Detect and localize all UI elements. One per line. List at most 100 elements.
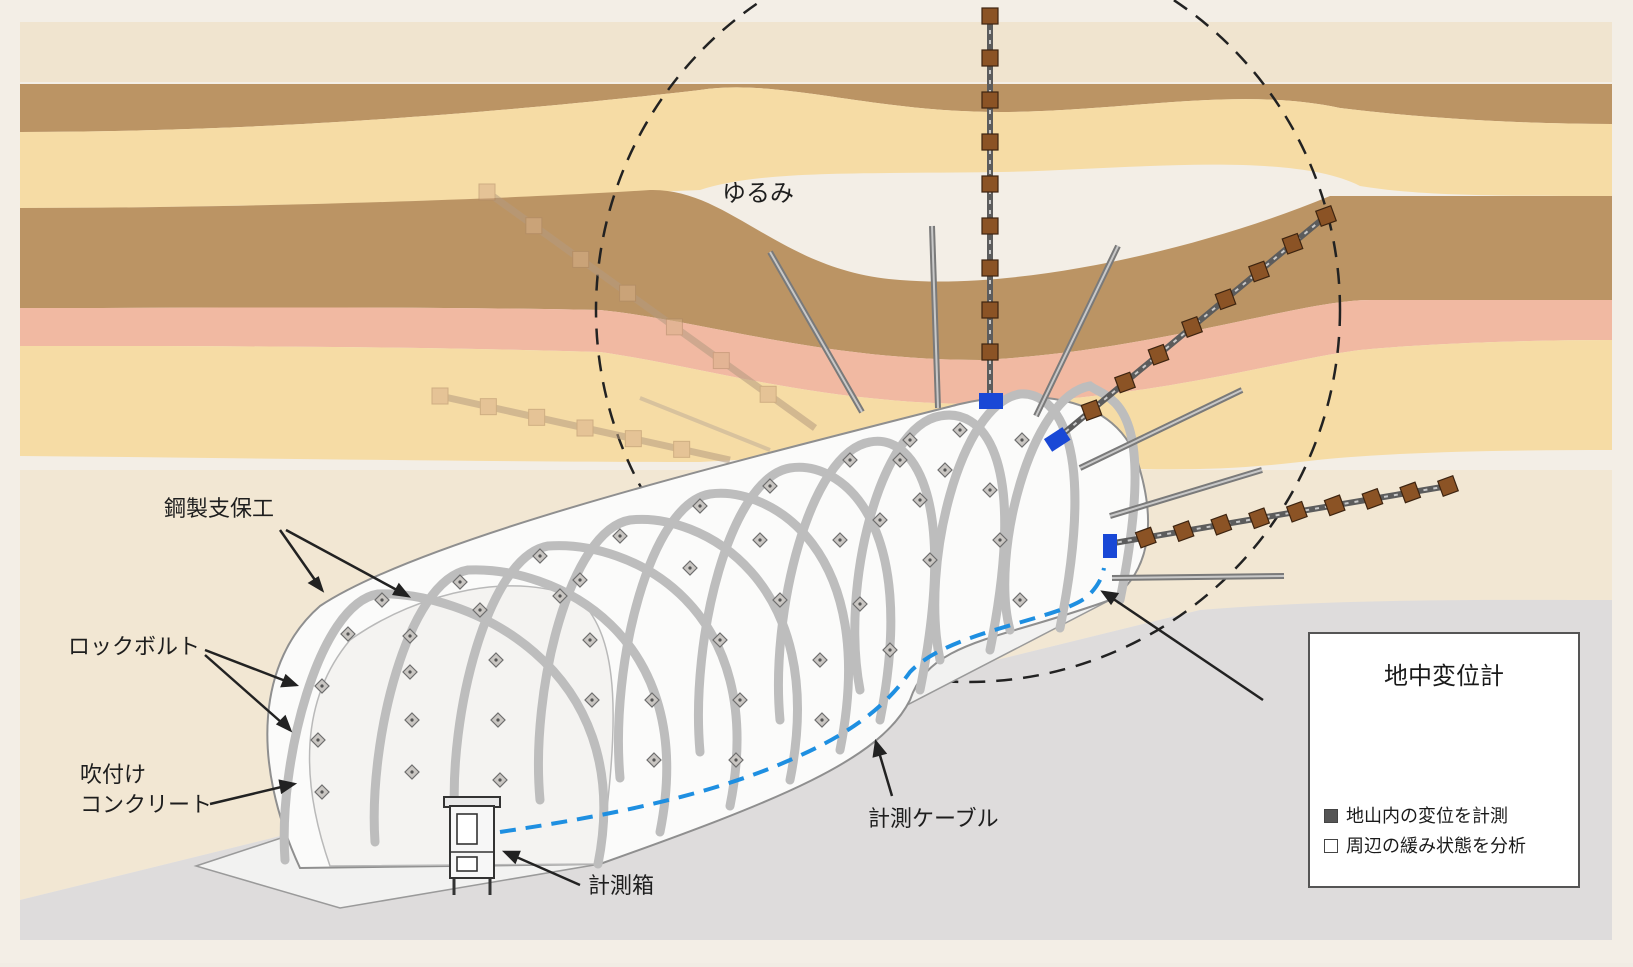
arrow-support-2 — [285, 528, 409, 598]
legend-row-filled: 地山内の変位を計測 — [1324, 802, 1508, 828]
rock-bolt-nut-12 — [498, 778, 502, 782]
rock-bolt-nut-17 — [650, 698, 654, 702]
rock-bolt-nut-29 — [878, 518, 882, 522]
rock-bolt-nut-5 — [408, 634, 412, 638]
rock-bolt-nut-41 — [458, 580, 462, 584]
extensometer-anchor-1-2 — [981, 301, 999, 319]
rock-bolt-nut-18 — [652, 758, 656, 762]
rock-bolt-nut-24 — [778, 598, 782, 602]
sensor-head-top — [979, 393, 1003, 409]
rock-bolt-highlight-2 — [931, 225, 939, 409]
extensometer-anchor-3-9 — [1436, 474, 1460, 498]
arrow-support-2-head — [392, 582, 411, 598]
arrow-bolt-2-head — [275, 714, 293, 733]
extensometer-anchor-1-8 — [981, 49, 999, 67]
rock-bolt-nut-7 — [410, 718, 414, 722]
rock-bolt-nut-46 — [848, 458, 852, 462]
arrow-bolt-1 — [204, 648, 297, 687]
rock-bolt-label: ロックボルト — [68, 635, 201, 660]
rock-bolt-nut-23 — [758, 538, 762, 542]
extensometer-anchor-2-4 — [1180, 315, 1204, 339]
steel-ring-5 — [613, 488, 854, 783]
faded-bolt — [639, 396, 771, 452]
extensometer-anchor-3-4 — [1248, 507, 1271, 530]
extensometer-anchor-3-2 — [1172, 520, 1195, 543]
stratum-yellow-1 — [20, 87, 1612, 208]
measurement-box-label: 計測箱 — [588, 874, 655, 899]
rock-bolt-nut-31 — [918, 498, 922, 502]
faded-anchor-2-2 — [624, 430, 642, 448]
legend-row-hollow: 周辺の緩み状態を分析 — [1324, 832, 1526, 858]
extensometer-anchor-2-5 — [1214, 288, 1237, 311]
rock-bolt-nut-22 — [734, 758, 738, 762]
extensometer-anchor-3-6 — [1323, 494, 1346, 517]
measurement-cable — [499, 567, 1106, 834]
rock-bolt-nut-10 — [494, 658, 498, 662]
extensometer-anchor-1-9 — [981, 7, 999, 25]
rock-bolt-nut-20 — [718, 638, 722, 642]
rock-bolt-nut-30 — [888, 648, 892, 652]
faded-anchor-2-1 — [673, 440, 691, 458]
faded-anchor-2-4 — [528, 408, 546, 426]
rock-bolt-nut-27 — [838, 538, 842, 542]
box-door — [456, 813, 478, 845]
extensometer-anchor-1-4 — [981, 217, 999, 235]
extensometer-anchor-1-6 — [981, 133, 999, 151]
rock-bolt-nut-37 — [1020, 438, 1024, 442]
rock-bolt-nut-44 — [698, 504, 702, 508]
arrow-cable-head — [872, 739, 888, 758]
rock-bolt-nut-19 — [688, 566, 692, 570]
rock-bolt-nut-45 — [768, 484, 772, 488]
faded-anchor-1-5 — [572, 250, 590, 268]
shotcrete-label-line1: 吹付け — [80, 763, 147, 788]
rock-bolt-nut-13 — [558, 594, 562, 598]
rock-bolt-nut-15 — [588, 638, 592, 642]
faded-anchor-1-3 — [665, 318, 683, 336]
faded-anchor-2-6 — [431, 387, 449, 405]
rock-bolt-nut-3 — [320, 790, 324, 794]
arrow-bolt-1-head — [280, 673, 300, 688]
legend-title: 地中変位計 — [1384, 662, 1504, 690]
faded-anchor-2-5 — [479, 398, 497, 416]
rock-bolt-nut-16 — [590, 698, 594, 702]
rock-bolt-nut-42 — [538, 554, 542, 558]
hollow-square-icon — [1324, 839, 1338, 853]
faded-anchor-1-2 — [712, 352, 730, 370]
extensometer-anchor-3-8 — [1399, 481, 1422, 504]
extensometer-anchor-3-5 — [1285, 500, 1308, 523]
faded-anchors — [431, 183, 777, 458]
rock-bolt-highlight-1 — [769, 251, 863, 413]
rock-bolt-nut-26 — [820, 718, 824, 722]
rock-bolt-nut-40 — [380, 598, 384, 602]
extensometer-anchor-2-6 — [1247, 260, 1271, 283]
rock-bolt-nut-8 — [410, 770, 414, 774]
stratum-brown-1 — [20, 84, 1612, 132]
steel-ring-4 — [533, 514, 802, 805]
extensometer-anchor-1-7 — [981, 91, 999, 109]
rock-bolt-nut-2 — [316, 738, 320, 742]
stratum-brown-2 — [20, 189, 1612, 360]
rock-bolt-nut-33 — [943, 468, 947, 472]
steel-ring-2 — [369, 565, 672, 847]
rock-bolt-plates — [310, 422, 1030, 800]
steel-ring-10 — [1000, 381, 1140, 635]
rock-bolt-nut-35 — [998, 538, 1002, 542]
rock-bolt-nut-1 — [320, 684, 324, 688]
arrow-box-head — [501, 850, 521, 865]
rock-bolt-nut-4 — [346, 632, 350, 636]
legend-row-label: 周辺の緩み状態を分析 — [1346, 836, 1526, 857]
steel-ring-8 — [850, 410, 1010, 695]
steel-support-label: 鋼製支保工 — [164, 497, 275, 522]
top-soil-band — [20, 22, 1612, 82]
extensometer-anchor-3-3 — [1210, 513, 1233, 536]
steel-ring-1 — [279, 589, 609, 869]
arrow-shotcrete-head — [278, 779, 298, 795]
steel-ring-9 — [930, 389, 1080, 665]
rock-bolt-highlight-5 — [1109, 469, 1263, 517]
rock-bolt-nut-14 — [578, 578, 582, 582]
stratum-yellow-2 — [20, 340, 1612, 470]
callout-arrows — [204, 528, 1264, 887]
rock-bolt-nut-38 — [958, 428, 962, 432]
faded-anchor-1-1 — [759, 385, 777, 403]
sensor-head-right — [1103, 534, 1117, 558]
